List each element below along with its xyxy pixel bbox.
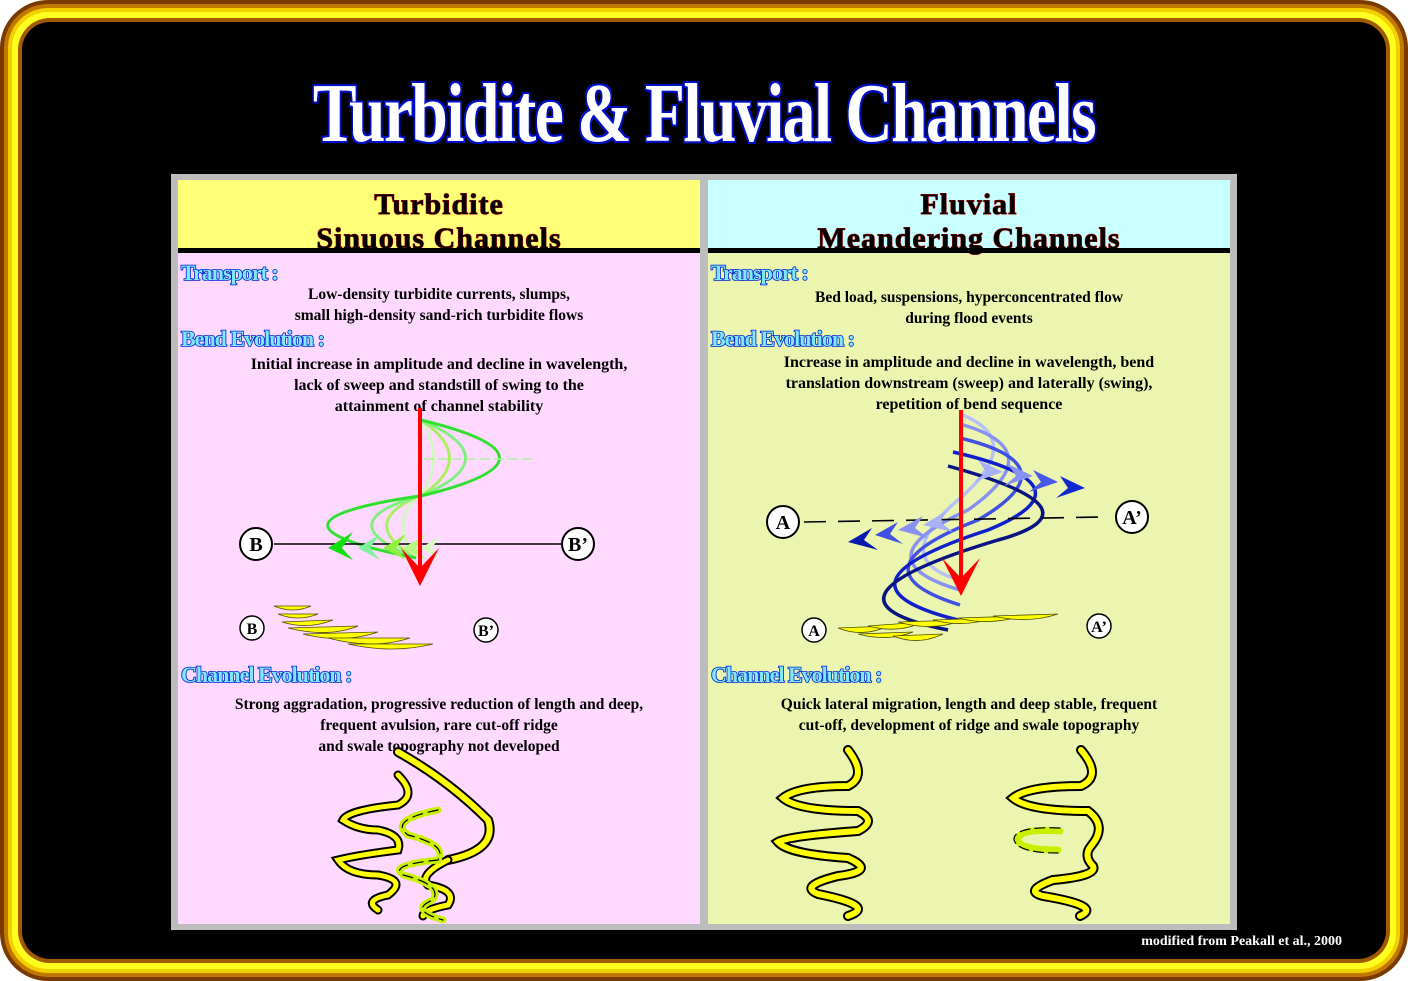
comparison-board: Turbidite Sinuous Channels Transport : L… (171, 174, 1237, 930)
channel-evolution-text: Quick lateral migration, length and deep… (780, 696, 1158, 734)
header-divider (178, 248, 700, 253)
bend-evolution-text: Increase in amplitude and decline in wav… (783, 354, 1155, 413)
svg-text:B: B (249, 534, 262, 556)
bend-evolution-label: Bend Evolution : (180, 325, 326, 352)
transport-text: Low-density turbidite currents, slumps, … (294, 286, 584, 324)
transport-text: Bed load, suspensions, hyperconcentrated… (814, 289, 1124, 327)
bend-stage-1 (419, 419, 435, 497)
svg-text:A’: A’ (1122, 507, 1142, 529)
flow-arrow-icon (942, 558, 980, 596)
bend-evolution-label: Bend Evolution : (710, 325, 856, 352)
fluvial-bend-diagram: A A’ (766, 410, 1149, 632)
header-divider (708, 248, 1230, 253)
transport-label: Transport : (180, 259, 279, 286)
migration-chevrons (848, 460, 1085, 550)
fluvial-cross-section: A A’ (801, 613, 1112, 643)
channel-evolution-text: Strong aggradation, progressive reductio… (234, 696, 644, 755)
cross-section-end-marker: B’ (473, 617, 499, 643)
cross-section-start-marker: A (801, 617, 827, 643)
section-end-marker: B’ (561, 527, 595, 561)
svg-text:B’: B’ (568, 534, 588, 556)
section-start-marker: B (239, 527, 273, 561)
svg-text:B’: B’ (478, 623, 494, 640)
turbidite-header: Turbidite Sinuous Channels (178, 180, 700, 256)
turbidite-heading-line1: Turbidite (374, 188, 504, 222)
flow-arrow-icon (401, 548, 439, 586)
turbidite-panel: Turbidite Sinuous Channels Transport : L… (178, 180, 700, 924)
svg-text:A’: A’ (1091, 619, 1107, 636)
fluvial-heading-line1: Fluvial (920, 188, 1018, 222)
turbidite-channel-sketch (330, 747, 495, 924)
cross-section-end-marker: A’ (1086, 613, 1112, 639)
fluvial-panel: Fluvial Meandering Channels Transport : … (708, 180, 1230, 924)
channel-evolution-label: Channel Evolution : (180, 661, 353, 688)
slide-title: Turbidite & Fluvial Channels (312, 66, 1097, 161)
turbidite-cross-section: B B’ (239, 605, 499, 650)
fluvial-channel-sketch (770, 745, 1104, 921)
channel-evolution-label: Channel Evolution : (710, 661, 883, 688)
svg-text:B: B (247, 621, 258, 638)
cross-section-start-marker: B (239, 615, 265, 641)
section-start-marker: A (766, 505, 800, 539)
bend-stage-3 (420, 418, 467, 498)
stacked-channel-fills (273, 605, 434, 650)
svg-text:A: A (776, 512, 791, 534)
section-end-marker: A’ (1115, 500, 1149, 534)
svg-text:A: A (808, 623, 820, 640)
turbidite-bend-diagram: B B’ (239, 408, 595, 586)
section-line-a (803, 516, 1104, 523)
lateral-channel-fills (837, 613, 1059, 641)
transport-label: Transport : (710, 259, 809, 286)
oxbow-cutoff (1014, 826, 1064, 854)
migration-chevrons (328, 532, 440, 560)
bend-stage-4 (420, 418, 501, 498)
bend-evolution-text: Initial increase in amplitude and declin… (250, 356, 628, 415)
source-credit: modified from Peakall et al., 2000 (1141, 934, 1342, 949)
bend-stage-2 (420, 418, 451, 498)
fluvial-header: Fluvial Meandering Channels (708, 180, 1230, 256)
